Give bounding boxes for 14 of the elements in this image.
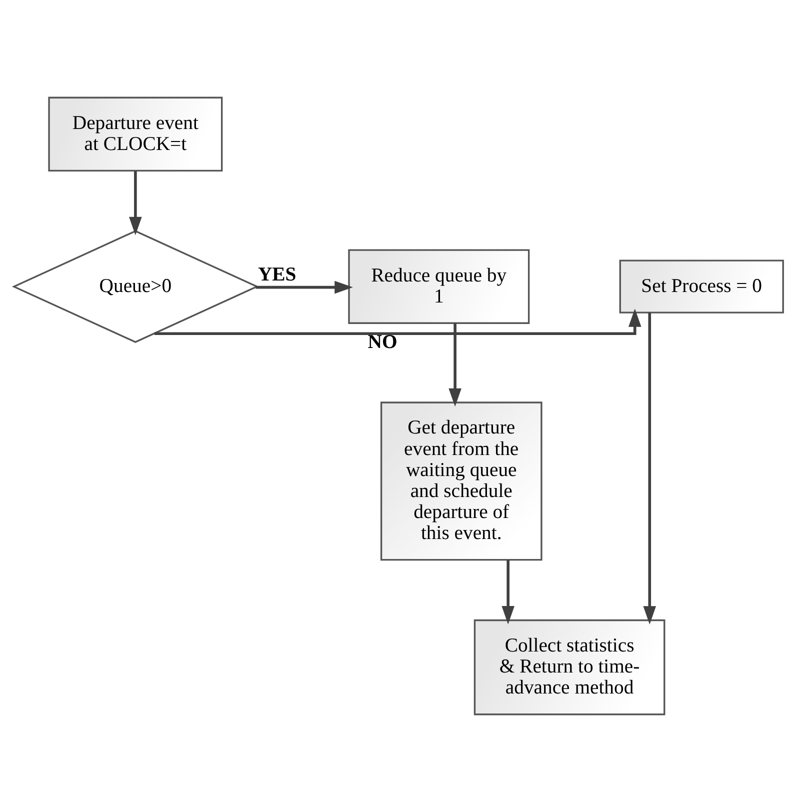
arrow: [154, 308, 642, 335]
arrow: [448, 322, 462, 406]
node-box: Get departure event from the waiting queue and schedule departure of this event.: [380, 401, 542, 560]
edge-label: YES: [258, 263, 296, 286]
node-diamond: Queue>0: [12, 230, 259, 342]
node-box: Departure event at CLOCK=t: [48, 96, 223, 172]
arrow: [502, 560, 514, 624]
arrow: [129, 170, 142, 235]
arrow: [256, 280, 353, 294]
arrow: [643, 312, 656, 624]
node-box: Set Process = 0: [619, 259, 784, 313]
edge-label: NO: [368, 330, 398, 352]
node-box: Collect statistics & Return to time-advance method: [474, 618, 666, 715]
node-box: Reduce queue by 1: [348, 248, 530, 324]
